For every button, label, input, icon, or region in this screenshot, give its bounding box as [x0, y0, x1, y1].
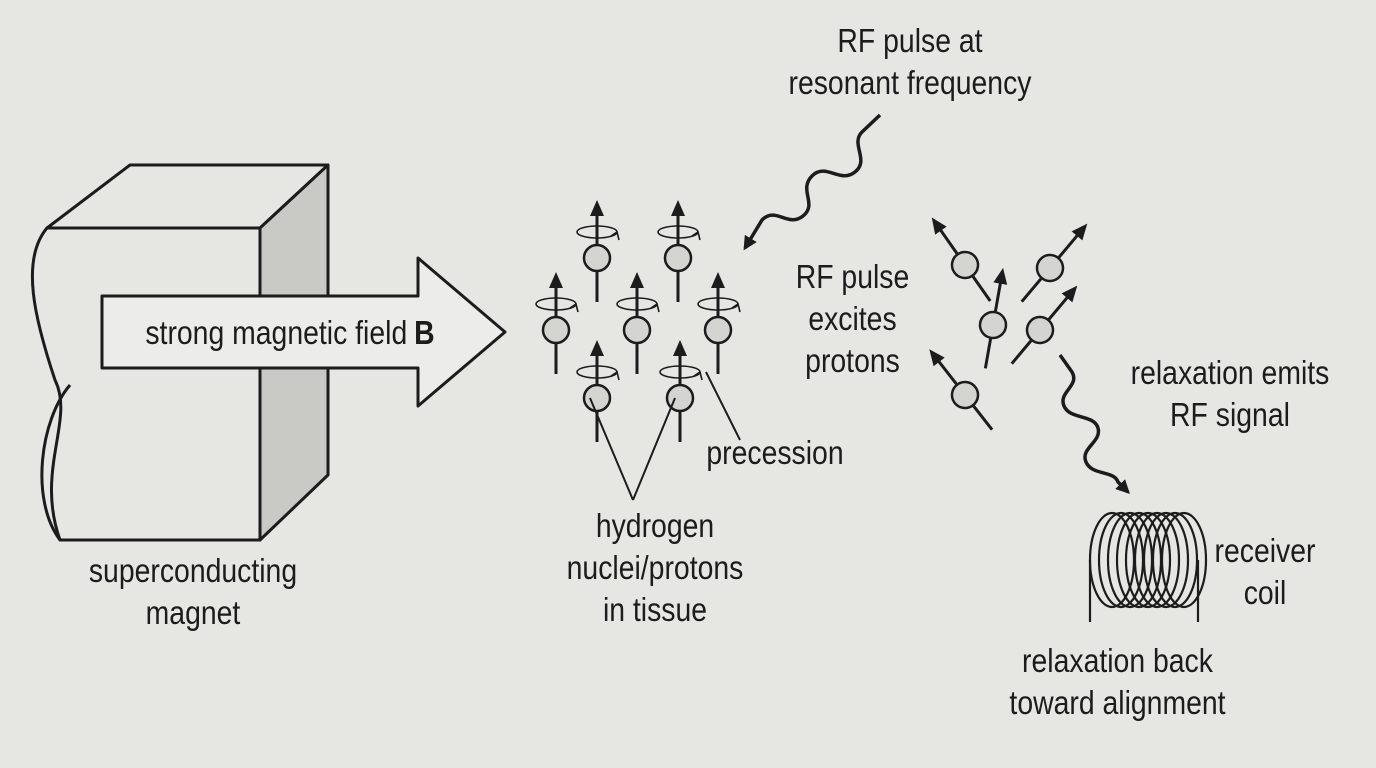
incoming-rf-wave — [743, 113, 882, 251]
proton — [616, 272, 660, 374]
proton — [576, 200, 620, 302]
proton — [576, 340, 620, 442]
hydrogen-label-line2: nuclei/protons — [566, 549, 744, 586]
proton-nucleus — [582, 243, 612, 273]
arrow-head-icon — [931, 217, 947, 235]
magnet-label: superconducting magnet — [77, 550, 309, 634]
rf-pulse-label: RF pulse at resonant frequency — [764, 20, 1056, 104]
relaxation-emits-line2: RF signal — [1170, 396, 1290, 433]
coil-loop — [1088, 511, 1136, 609]
proton — [931, 217, 992, 302]
rf-pulse-label-line1: RF pulse at — [837, 22, 983, 59]
coil-loop — [1151, 511, 1199, 609]
hydrogen-label-line1: hydrogen — [595, 507, 715, 544]
proton-nucleus — [950, 250, 980, 280]
proton-spin-tail — [972, 405, 994, 431]
relaxation-back-line1: relaxation back — [1022, 642, 1213, 679]
proton-nucleus — [1025, 315, 1055, 345]
proton-nucleus — [703, 315, 733, 345]
proton-spin-tail — [1020, 277, 1043, 303]
arrow-head-icon — [630, 272, 644, 288]
relaxation-back-label: relaxation back toward alignment — [995, 640, 1240, 724]
coil-loop — [1115, 511, 1163, 609]
proton-spin-tail — [1010, 339, 1033, 365]
emitted-rf-wave — [1058, 353, 1130, 494]
precession-arrow-icon — [650, 302, 660, 313]
precession-label: precession — [693, 432, 856, 474]
magnet-bore-curve — [40, 384, 72, 541]
precession-arrow-icon — [610, 230, 620, 241]
field-arrow — [100, 256, 507, 408]
precession-pointer — [705, 371, 741, 441]
precession-arrow-icon — [610, 370, 620, 381]
arrow-head-icon — [1071, 223, 1088, 241]
coil-loop — [1133, 511, 1181, 609]
arrow-head-icon — [711, 272, 725, 288]
excited-protons-group — [929, 217, 1088, 431]
field-arrow-text: strong magnetic field — [145, 314, 408, 351]
arrow-head-icon — [673, 340, 687, 356]
magnet-label-line1: superconducting — [88, 552, 298, 589]
proton — [697, 272, 741, 374]
precession-arrow-icon — [731, 302, 741, 313]
relaxation-back-line2: toward alignment — [1009, 684, 1226, 721]
proton — [1010, 285, 1078, 365]
coil-loop — [1097, 511, 1145, 609]
arrow-head-icon — [1061, 285, 1078, 303]
proton-nucleus — [1035, 253, 1065, 283]
arrow-head-icon — [590, 340, 604, 356]
relaxation-emits-line1: relaxation emits — [1130, 354, 1330, 391]
proton-nucleus — [622, 315, 652, 345]
arrow-head-icon — [549, 272, 563, 288]
receiver-coil-line2: coil — [1243, 574, 1287, 611]
proton — [535, 272, 579, 374]
hydrogen-pointer-right — [632, 397, 676, 501]
proton-nucleus — [950, 380, 980, 410]
excite-label-line1: RF pulse — [795, 258, 910, 295]
rf-pulse-label-line2: resonant frequency — [788, 64, 1032, 101]
proton-spin-tail — [971, 275, 992, 302]
proton — [1020, 223, 1088, 303]
proton-nucleus — [665, 383, 695, 413]
hydrogen-label: hydrogen nuclei/protons in tissue — [548, 505, 763, 631]
magnet-label-line2: magnet — [145, 594, 241, 631]
precession-label-text: precession — [706, 434, 844, 471]
arrow-head-icon — [993, 267, 1008, 285]
receiver-coil-label: receiver coil — [1205, 530, 1325, 614]
proton-nucleus — [663, 243, 693, 273]
coil-loop — [1124, 511, 1172, 609]
coil-loop — [1142, 511, 1190, 609]
magnet-front-face — [30, 226, 262, 542]
proton — [659, 340, 703, 442]
precession-arrow-icon — [691, 230, 701, 241]
proton-spin-tail — [983, 338, 993, 369]
excite-label-line2: excites — [808, 300, 897, 337]
hydrogen-pointer-left — [589, 397, 634, 501]
arrow-head-icon — [671, 200, 685, 216]
arrow-head-icon — [929, 349, 945, 367]
aligned-protons-group — [535, 200, 741, 442]
proton-nucleus — [582, 383, 612, 413]
excite-label-line3: protons — [805, 342, 900, 379]
field-symbol: B — [414, 314, 435, 351]
hydrogen-label-line3: in tissue — [602, 591, 708, 628]
proton-nucleus — [978, 310, 1008, 340]
pointer-lines — [589, 371, 741, 501]
coil-loop — [1106, 511, 1154, 609]
receiver-coil — [1088, 511, 1208, 622]
precession-arrow-icon — [569, 302, 579, 313]
proton — [929, 349, 994, 431]
receiver-coil-line1: receiver — [1214, 532, 1316, 569]
excite-label: RF pulse excites protons — [777, 256, 928, 382]
proton-nucleus — [541, 315, 571, 345]
coil-loop — [1160, 511, 1208, 609]
proton — [978, 267, 1008, 369]
precession-arrow-icon — [693, 370, 703, 381]
proton — [657, 200, 701, 302]
relaxation-emits-label: relaxation emits RF signal — [1114, 352, 1346, 436]
arrow-head-icon — [590, 200, 604, 216]
